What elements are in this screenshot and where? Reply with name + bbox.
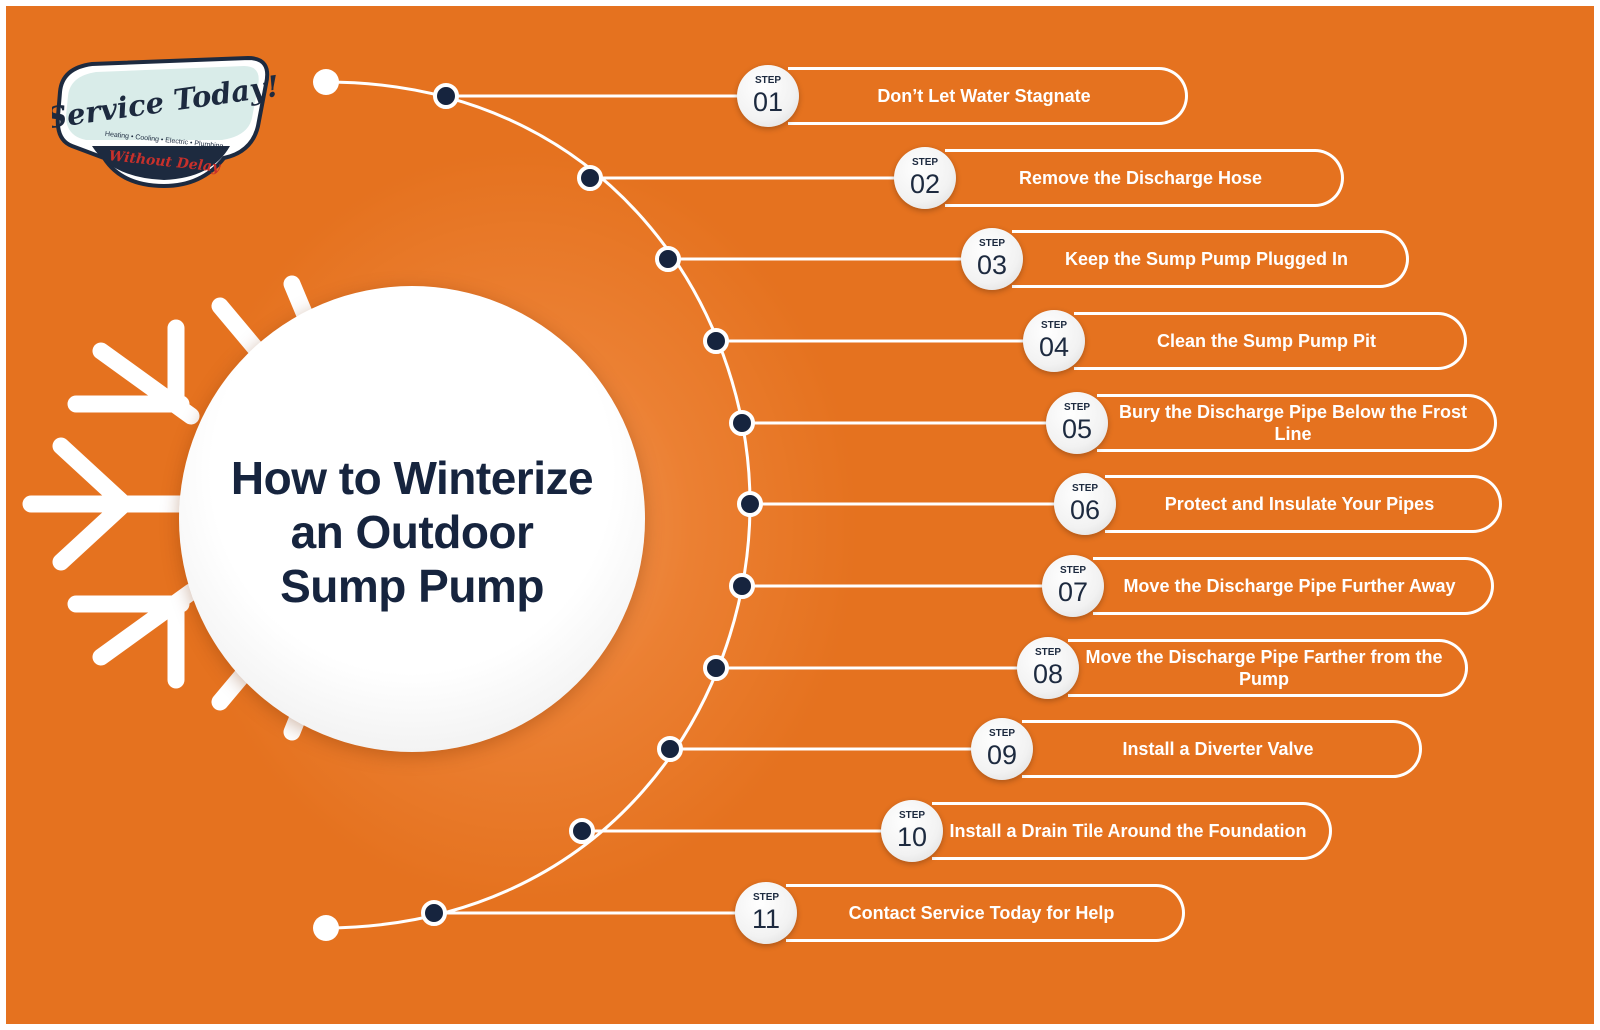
step-number: 04 (1038, 332, 1070, 362)
title-line-1: How to Winterize (230, 452, 594, 504)
step-number: 05 (1061, 414, 1093, 444)
step-number: 08 (1032, 659, 1064, 689)
step-label: STEP (1059, 565, 1087, 576)
step-title: Clean the Sump Pump Pit (1156, 331, 1377, 351)
title-line-2: an Outdoor (290, 506, 534, 558)
timeline-dot-icon (729, 410, 755, 436)
step-title: Remove the Discharge Hose (1018, 168, 1263, 188)
timeline-dot-icon (569, 818, 595, 844)
step-label: STEP (1034, 647, 1062, 658)
step-number: 03 (976, 250, 1008, 280)
step-pill (1105, 475, 1502, 533)
step-pill (932, 802, 1332, 860)
timeline-dot-icon (577, 165, 603, 191)
hero-circle (179, 286, 645, 752)
step-pill (945, 149, 1344, 207)
service-today-logo: Service Today! Heating • Cooling • Elect… (52, 55, 276, 189)
timeline-dot-icon (433, 83, 459, 109)
step-number: 07 (1057, 577, 1089, 607)
step-title: Install a Drain Tile Around the Foundati… (949, 821, 1307, 841)
page-title: How to Winterize an Outdoor Sump Pump (179, 451, 645, 613)
timeline-dot-icon (655, 246, 681, 272)
step-pill (1022, 720, 1422, 778)
step-title: Protect and Insulate Your Pipes (1164, 494, 1435, 514)
step-title: Install a Diverter Valve (1122, 739, 1314, 759)
step-connectors (421, 83, 1085, 926)
step-label: STEP (911, 157, 939, 168)
title-line-3: Sump Pump (280, 560, 544, 612)
step-number: 02 (909, 169, 941, 199)
step-title: Contact Service Today for Help (848, 903, 1115, 923)
step-title: Move the Discharge Pipe Farther from the… (1085, 647, 1443, 689)
timeline-dot-icon (737, 491, 763, 517)
step-label: STEP (988, 728, 1016, 739)
step-pill (1093, 557, 1494, 615)
arc-end-endpoint (313, 915, 339, 941)
step-label: STEP (898, 810, 926, 821)
step-number: 09 (986, 740, 1018, 770)
step-number: 01 (752, 87, 784, 117)
step-title: Bury the Discharge Pipe Below the Frost … (1118, 402, 1468, 444)
timeline-dot-icon (703, 655, 729, 681)
step-label: STEP (752, 892, 780, 903)
infographic-canvas: How to Winterize an Outdoor Sump Pump Se… (6, 6, 1594, 1024)
timeline-dot-icon (657, 736, 683, 762)
step-pill (1097, 394, 1497, 452)
step-label: STEP (1063, 402, 1091, 413)
step-label: STEP (1071, 483, 1099, 494)
step-number: 06 (1069, 495, 1101, 525)
step-title: Don’t Let Water Stagnate (877, 86, 1091, 106)
step-label: STEP (1040, 320, 1068, 331)
step-pill (1068, 639, 1468, 697)
step-pill (788, 67, 1188, 125)
step-pill (786, 884, 1185, 942)
step-label: STEP (978, 238, 1006, 249)
step-pill (1074, 312, 1467, 370)
timeline-dot-icon (421, 900, 447, 926)
step-title: Keep the Sump Pump Plugged In (1064, 249, 1349, 269)
timeline-dot-icon (703, 328, 729, 354)
step-number: 10 (896, 822, 928, 852)
step-pill (1012, 230, 1409, 288)
step-number: 11 (751, 904, 781, 934)
step-label: STEP (754, 75, 782, 86)
step-title: Move the Discharge Pipe Further Away (1123, 576, 1456, 596)
timeline-dot-icon (729, 573, 755, 599)
arc-start-endpoint (313, 69, 339, 95)
